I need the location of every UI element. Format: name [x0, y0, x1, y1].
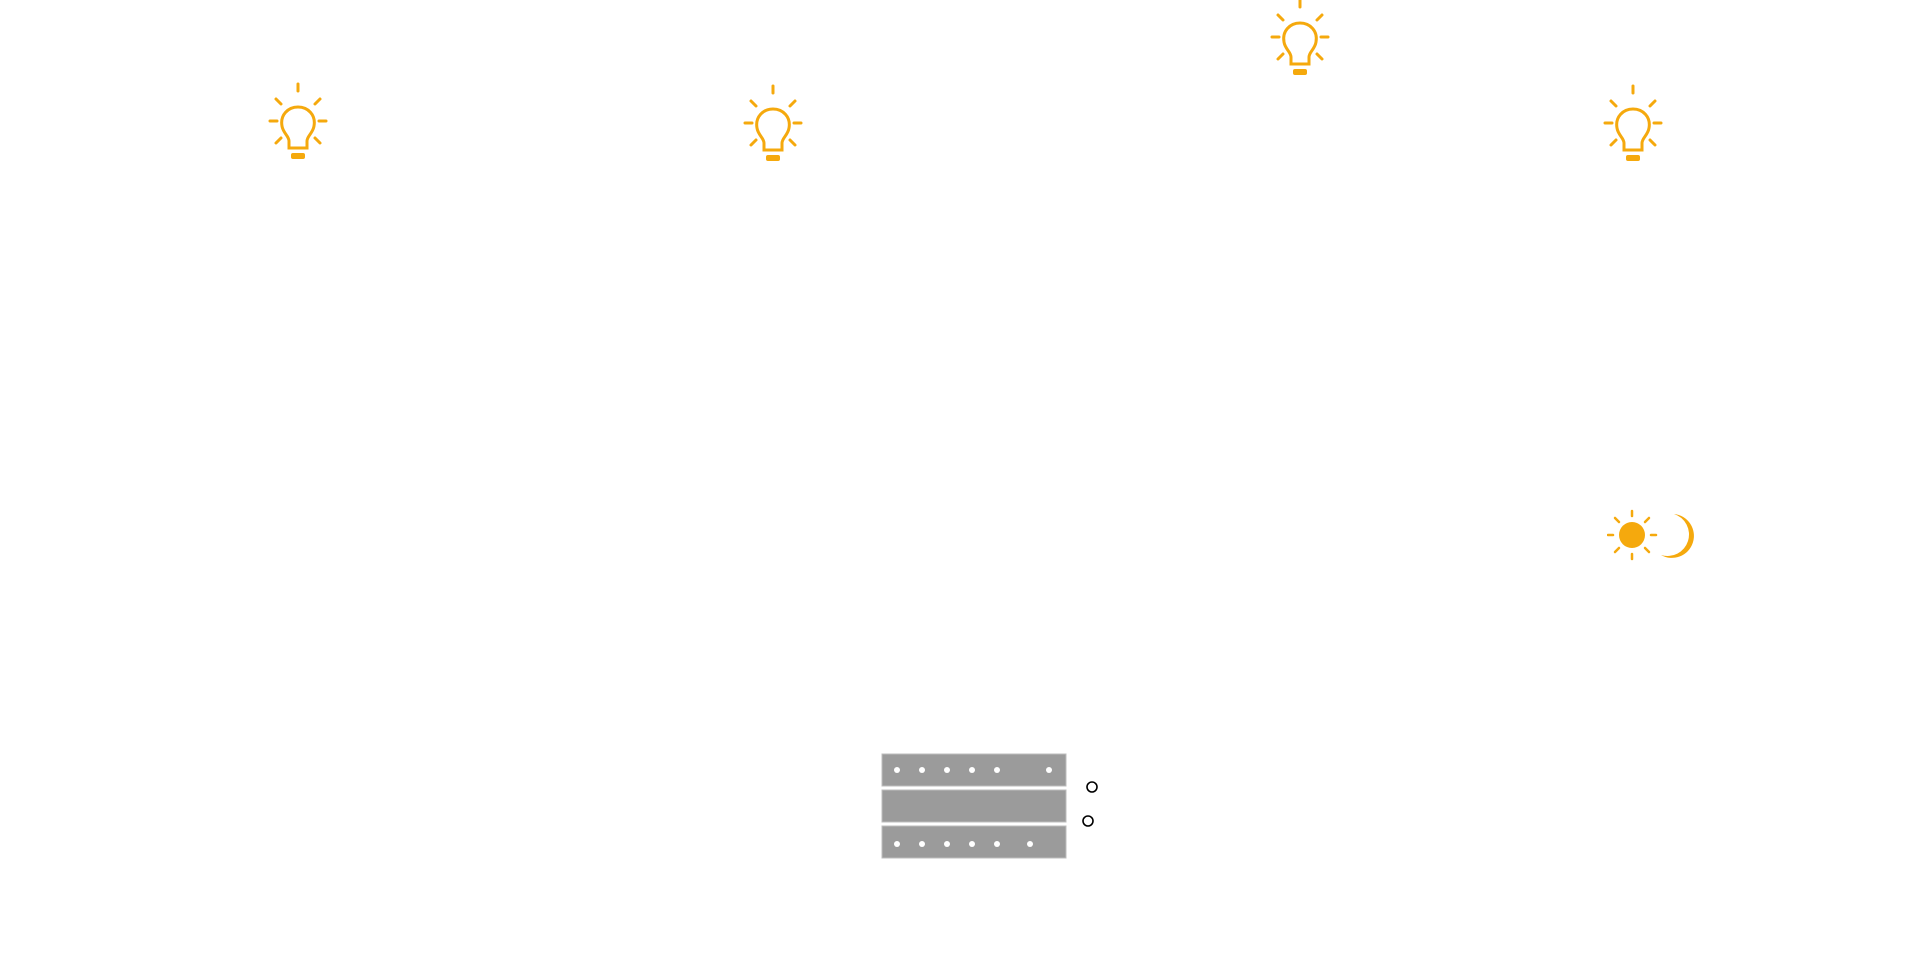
lightbulb-svg [743, 84, 803, 161]
rack-panel-middle [881, 789, 1067, 823]
status-led-1 [1086, 781, 1098, 793]
status-led-2 [1082, 815, 1094, 827]
lightbulb-svg [1603, 84, 1663, 161]
day-night-icon [1606, 505, 1702, 565]
lightbulb-icon-1 [253, 80, 343, 170]
sun-icon [1606, 509, 1658, 561]
lightbulb-icon-4 [1588, 82, 1678, 172]
rack-dots [894, 767, 1052, 847]
lightbulb-svg [1270, 0, 1330, 75]
server-rack-icon [880, 752, 1100, 864]
moon-icon [1661, 514, 1694, 558]
lightbulb-icon-2 [728, 82, 818, 172]
lightbulb-icon-3 [1255, 0, 1345, 86]
lightbulb-svg [268, 82, 328, 159]
